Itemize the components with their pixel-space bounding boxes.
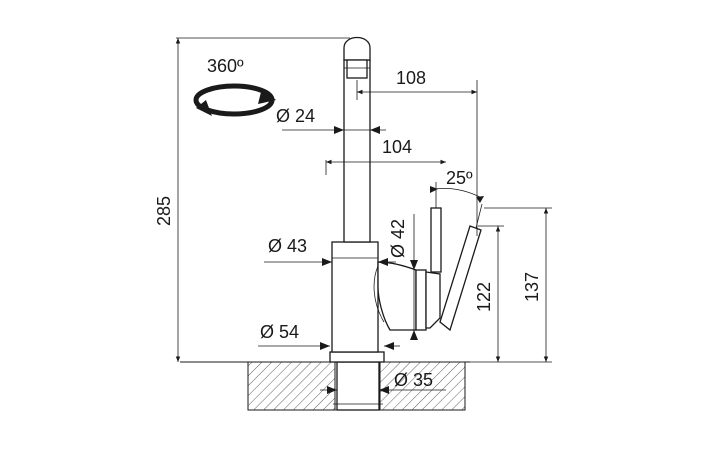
lever-height-label: 122 <box>474 282 494 312</box>
height-total-label: 285 <box>154 196 174 226</box>
dim-height-total: 285 <box>154 37 350 362</box>
base-diameter-label: Ø 54 <box>260 322 299 342</box>
base-ring <box>329 351 385 363</box>
dim-reach: 108 <box>356 68 478 236</box>
shank <box>333 361 383 411</box>
reach-label: 108 <box>396 68 426 88</box>
spout-head <box>343 36 371 79</box>
dim-spout-diameter: Ø 24 <box>276 106 386 134</box>
dim-spout-offset: 104 <box>325 137 446 175</box>
cartridge-housing <box>373 261 441 331</box>
shank-diameter-label: Ø 35 <box>394 370 433 390</box>
body-diameter-label: Ø 43 <box>268 236 307 256</box>
lever-angle-label: 25º <box>446 168 473 188</box>
spout-offset-label: 104 <box>382 137 412 157</box>
dim-lever-height: 122 <box>470 225 506 363</box>
spout-diameter-label: Ø 24 <box>276 106 315 126</box>
countertop <box>180 361 470 411</box>
dim-base-diameter: Ø 54 <box>258 322 400 350</box>
lever-diameter-label: Ø 42 <box>388 219 408 258</box>
lever-handle-tilted <box>439 225 482 332</box>
rotation-indicator: 360º <box>193 56 276 117</box>
lever-handle <box>430 207 442 273</box>
dim-lever-diameter: Ø 42 <box>388 214 418 340</box>
dim-shank-diameter: Ø 35 <box>320 370 446 394</box>
dim-lever-top-height: 137 <box>484 207 552 363</box>
lever-top-height-label: 137 <box>522 272 542 302</box>
rotation-label: 360º <box>207 56 244 76</box>
dim-lever-angle: 25º <box>429 168 484 229</box>
faucet-body <box>331 241 379 353</box>
dim-body-diameter: Ø 43 <box>264 236 396 266</box>
